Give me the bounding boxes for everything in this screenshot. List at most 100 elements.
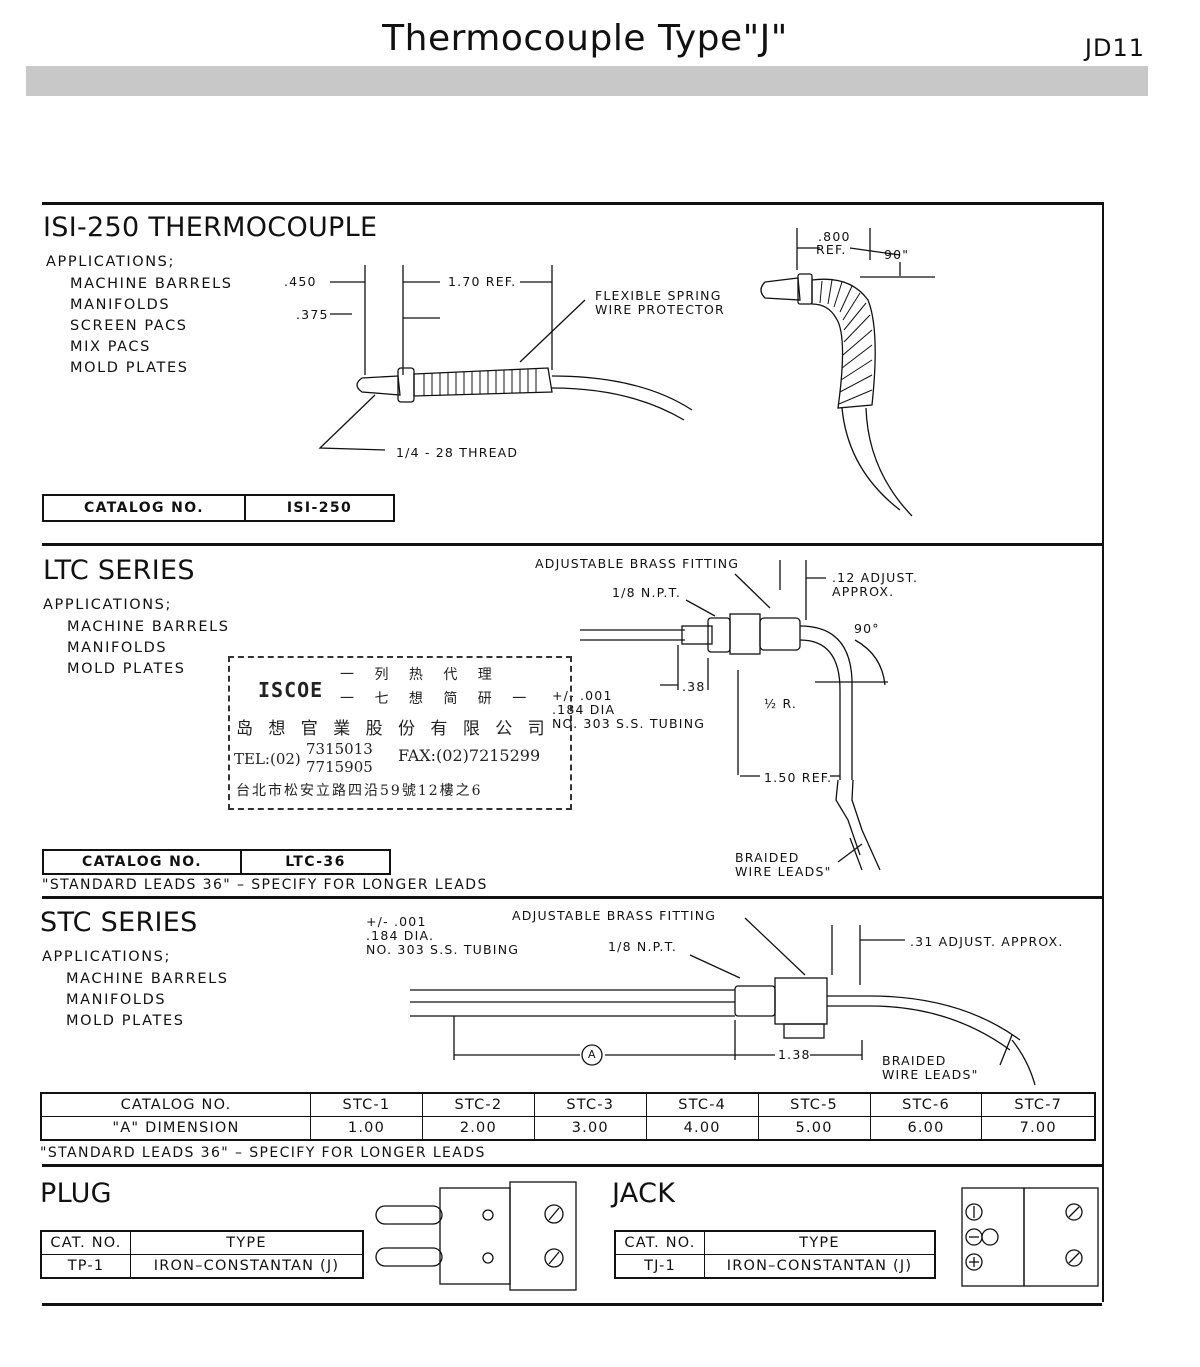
- header-bar: [26, 66, 1148, 96]
- stc-col-header: STC-5: [757, 1093, 871, 1117]
- stc-dimension-value: 2.00: [421, 1116, 535, 1140]
- plug-title: PLUG: [40, 1178, 112, 1209]
- isi-catalog-label: CATALOG NO.: [42, 494, 246, 522]
- stc-dia-label: .184 DIA.: [366, 928, 435, 943]
- jack-table: CAT. NO. TYPE TJ-1 IRON–CONSTANTAN (J): [614, 1230, 936, 1279]
- stc-catalog-table: CATALOG NO. STC-1 STC-2 STC-3 STC-4 STC-…: [40, 1092, 1096, 1141]
- ltc-braided-1: BRAIDED: [735, 850, 800, 865]
- stc-application-item: MACHINE BARRELS: [66, 971, 229, 987]
- ltc-dim-38: .38: [682, 679, 706, 694]
- isi-application-item: MANIFOLDS: [70, 297, 171, 313]
- frame-right-rule: [1102, 202, 1104, 1302]
- stc-dimension-value: 6.00: [869, 1116, 982, 1140]
- ltc-application-item: MOLD PLATES: [67, 661, 186, 677]
- ltc-catalog-value: LTC-36: [240, 849, 391, 875]
- section-rule-bottom: [42, 1303, 1102, 1306]
- isi-probe-drawing: [318, 265, 693, 451]
- stamp-tel-2: 7715905: [306, 758, 373, 776]
- stc-tubing-label: NO. 303 S.S. TUBING: [366, 942, 520, 957]
- stamp-tel-1: 7315013: [306, 740, 373, 758]
- ltc-ref150: 1.50 REF.: [764, 770, 833, 785]
- ltc-leads-note: "STANDARD LEADS 36" – SPECIFY FOR LONGER…: [42, 877, 488, 893]
- plug-drawing: [375, 1181, 577, 1291]
- ltc-catalog-table: CATALOG NO. LTC-36: [42, 849, 391, 875]
- flex-label-2: WIRE PROTECTOR: [595, 302, 725, 317]
- thread-label: 1/4 - 28 THREAD: [396, 445, 519, 460]
- isi-application-item: MACHINE BARRELS: [70, 276, 233, 292]
- stamp-logo: ISCOE: [258, 678, 324, 702]
- ltc-application-item: MANIFOLDS: [67, 640, 168, 656]
- stc-dimension-row: "A" DIMENSION 1.00 2.00 3.00 4.00 5.00 6…: [41, 1116, 1095, 1140]
- stc-col-header: STC-4: [645, 1093, 759, 1117]
- ltc-radius-label: ½ R.: [764, 696, 798, 711]
- stc-col-header: STC-7: [981, 1093, 1095, 1117]
- ltc-angle-label: 90°: [854, 621, 880, 636]
- plug-cat-value: TP-1: [40, 1254, 131, 1279]
- stc-dimension-value: 7.00: [981, 1116, 1095, 1140]
- ltc-tol-label: +/- .001: [552, 688, 613, 703]
- page-title: Thermocouple Type"J": [382, 18, 788, 59]
- stc-header-row: CATALOG NO. STC-1 STC-2 STC-3 STC-4 STC-…: [41, 1093, 1095, 1117]
- stc-col-header: STC-2: [421, 1093, 535, 1117]
- isi-application-item: SCREEN PACS: [70, 318, 188, 334]
- ltc-catalog-label: CATALOG NO.: [42, 849, 242, 875]
- section-rule-ltc: [42, 543, 1102, 546]
- ltc-tubing-label: NO. 303 S.S. TUBING: [552, 716, 706, 731]
- isi-applications: APPLICATIONS; MACHINE BARRELS MANIFOLDS …: [46, 254, 233, 381]
- stamp-company: 岛 想 官 業 股 份 有 限 公 司: [236, 719, 550, 739]
- dim-800-ref: REF.: [816, 242, 847, 257]
- jack-type-value: IRON–CONSTANTAN (J): [704, 1254, 936, 1279]
- isi-catalog-value: ISI-250: [244, 494, 395, 522]
- stc-title: STC SERIES: [40, 907, 198, 938]
- ltc-application-item: MACHINE BARRELS: [67, 619, 230, 635]
- stc-dimension-value: 5.00: [757, 1116, 871, 1140]
- stc-application-item: MANIFOLDS: [66, 992, 167, 1008]
- ltc-braided-2: WIRE LEADS": [735, 864, 832, 879]
- jack-drawing: [961, 1187, 1099, 1287]
- stc-npt-label: 1/8 N.P.T.: [608, 939, 678, 954]
- plug-type-value: IRON–CONSTANTAN (J): [130, 1254, 364, 1279]
- stc-leads-note: "STANDARD LEADS 36" – SPECIFY FOR LONGER…: [40, 1145, 486, 1161]
- stc-dimension-value: 1.00: [310, 1116, 423, 1140]
- stc-header-label: CATALOG NO.: [41, 1093, 311, 1117]
- stc-col-header: STC-1: [310, 1093, 423, 1117]
- stc-dimension-value: 3.00: [533, 1116, 647, 1140]
- ltc-adjust-label-1: .12 ADJUST.: [832, 570, 919, 585]
- ltc-adjust-label-2: APPROX.: [832, 584, 895, 599]
- stc-braided-2: WIRE LEADS": [882, 1067, 979, 1082]
- stc-applications-label: APPLICATIONS;: [42, 949, 171, 965]
- page-code: JD11: [1084, 34, 1145, 62]
- stamp-mid-text: 一 七 想 简 研 一: [340, 691, 535, 707]
- stc-col-header: STC-6: [869, 1093, 982, 1117]
- plug-col-type: TYPE: [130, 1230, 364, 1255]
- dim-800: .800: [818, 229, 851, 244]
- stc-application-item: MOLD PLATES: [66, 1013, 185, 1029]
- isi-application-item: MOLD PLATES: [70, 360, 189, 376]
- ltc-dia-label: .184 DIA: [552, 702, 616, 717]
- angle-90: 90": [884, 247, 910, 262]
- stc-braided-1: BRAIDED: [882, 1053, 947, 1068]
- ltc-fitting-label: ADJUSTABLE BRASS FITTING: [535, 556, 740, 571]
- jack-col-type: TYPE: [704, 1230, 936, 1255]
- stc-col-header: STC-3: [533, 1093, 647, 1117]
- plug-table: CAT. NO. TYPE TP-1 IRON–CONSTANTAN (J): [40, 1230, 364, 1279]
- section-rule-plug: [42, 1164, 1102, 1167]
- stc-dim-a: A: [588, 1048, 597, 1061]
- ltc-title: LTC SERIES: [43, 555, 195, 586]
- stc-dim-138: 1.38: [778, 1047, 811, 1062]
- ltc-drawing: [580, 560, 888, 871]
- stamp-fax: FAX:(02)7215299: [398, 746, 541, 765]
- stc-fitting-label: ADJUSTABLE BRASS FITTING: [512, 908, 717, 923]
- stc-applications: APPLICATIONS; MACHINE BARRELS MANIFOLDS …: [42, 949, 229, 1034]
- stc-tol-label: +/- .001: [366, 914, 427, 929]
- jack-title: JACK: [612, 1178, 676, 1209]
- dim-450: .450: [284, 274, 317, 289]
- jack-col-cat: CAT. NO.: [614, 1230, 705, 1255]
- isi-bent-drawing: [760, 228, 935, 517]
- stamp-top-text: 一 列 热 代 理: [340, 667, 500, 683]
- dealer-stamp: 一 列 热 代 理 ISCOE 一 七 想 简 研 一 岛 想 官 業 股 份 …: [228, 656, 572, 810]
- isi-title: ISI-250 THERMOCOUPLE: [43, 212, 378, 243]
- ltc-applications-label: APPLICATIONS;: [43, 597, 172, 613]
- ltc-npt-label: 1/8 N.P.T.: [612, 585, 682, 600]
